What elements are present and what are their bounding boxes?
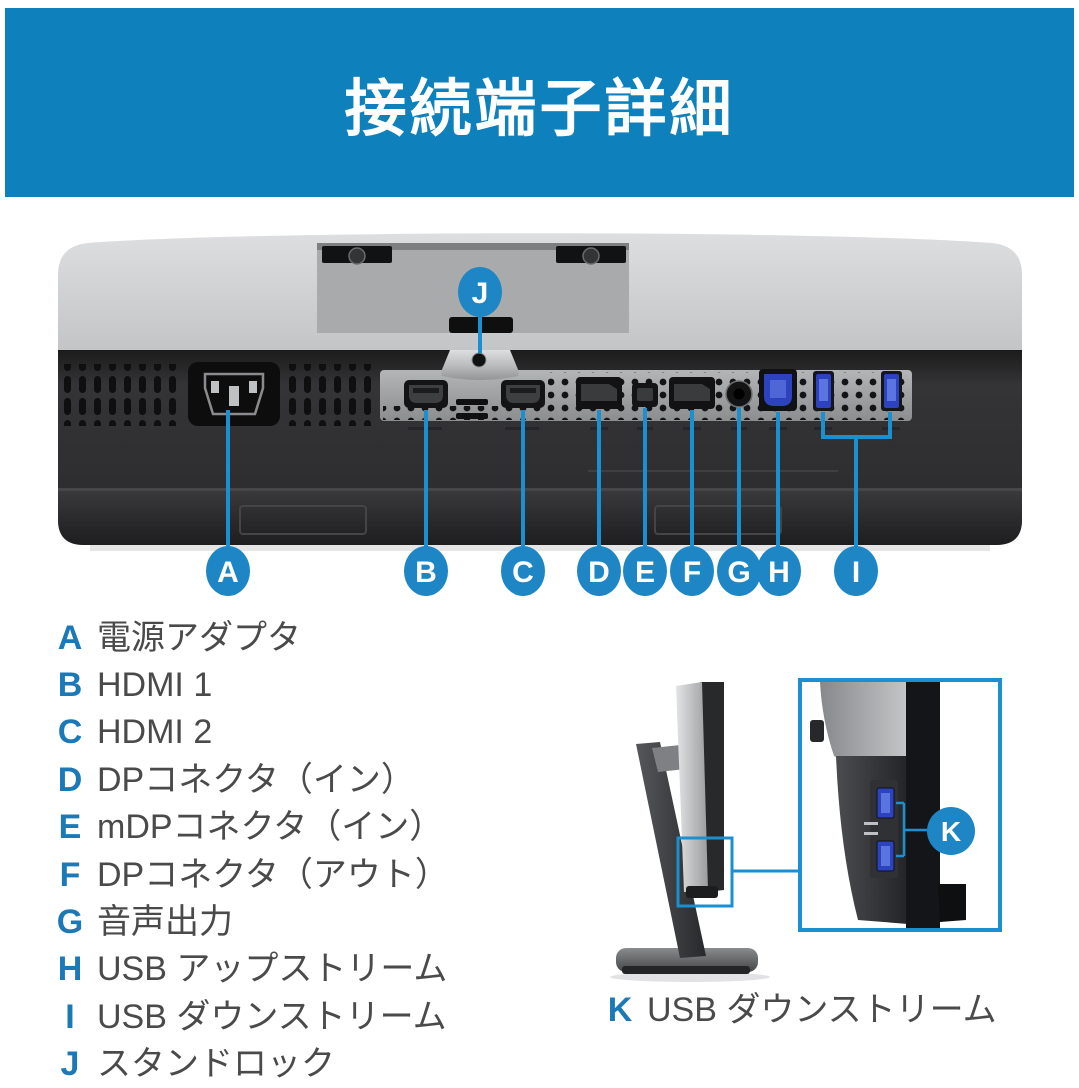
callout-j: J — [458, 267, 502, 317]
usb-upstream-port — [759, 369, 797, 411]
legend-label: USB アップストリーム — [97, 950, 448, 989]
callout-f: F — [670, 546, 714, 596]
svg-text:H: H — [768, 556, 790, 589]
svg-text:C: C — [512, 556, 534, 589]
legend-key: C — [57, 713, 83, 752]
callout-e: E — [623, 546, 667, 596]
legend-label: USB ダウンストリーム — [97, 997, 447, 1036]
usb-downstream-port-1 — [813, 371, 834, 411]
legend-label: スタンドロック — [97, 1045, 335, 1084]
legend-key: K — [607, 990, 633, 1029]
leader-lines — [226, 317, 892, 549]
side-view-photo: K — [610, 678, 1002, 982]
hinge-cover-detail — [820, 682, 908, 763]
monitor-panel-side — [676, 682, 724, 898]
callout-k: K — [927, 807, 975, 855]
callout-h: H — [757, 546, 801, 596]
svg-text:E: E — [635, 556, 655, 589]
dp-out-port — [669, 377, 715, 409]
legend-label: DPコネクタ（アウト） — [97, 855, 449, 894]
vent-grille-left — [64, 364, 182, 426]
monitor-stand — [610, 742, 770, 982]
legend-item-j: J スタンドロック — [50, 1041, 449, 1088]
legend-key: G — [56, 903, 84, 942]
callout-a: A — [206, 546, 250, 596]
callout-i: I — [834, 546, 878, 596]
panel-edge-detail — [906, 682, 940, 928]
legend-item-d: D DPコネクタ（イン） — [50, 756, 449, 803]
power-inlet-port — [188, 362, 280, 426]
legend-item-g: G 音声出力 — [50, 898, 449, 945]
legend-label: DPコネクタ（イン） — [97, 760, 415, 799]
page-title: 接続端子詳細 — [344, 74, 735, 144]
legend-item-f: F DPコネクタ（アウト） — [50, 851, 449, 898]
usb-downstream-bracket — [821, 412, 892, 549]
legend-label: 電源アダプタ — [97, 618, 301, 657]
svg-text:G: G — [727, 556, 750, 589]
legend-key: A — [57, 618, 83, 657]
legend-item-i: I USB ダウンストリーム — [50, 993, 449, 1040]
hdmi-2-port — [501, 380, 545, 408]
hdmi-1-port — [404, 380, 448, 408]
svg-text:J: J — [472, 277, 489, 310]
legend-key: H — [57, 950, 83, 989]
photo-shadow — [90, 545, 990, 551]
legend-key: E — [58, 808, 82, 847]
connector-band — [58, 350, 1022, 545]
legend-label: 音声出力 — [97, 903, 233, 942]
legend-key: J — [60, 1045, 80, 1084]
callout-c: C — [501, 546, 545, 596]
svg-text:D: D — [588, 556, 610, 589]
legend-key: F — [59, 855, 81, 894]
title-banner: 接続端子詳細 — [5, 8, 1074, 197]
svg-text:A: A — [217, 556, 239, 589]
legend-key: B — [57, 666, 83, 705]
monitor-back-photo — [58, 233, 1022, 551]
chassis-latch-right — [654, 505, 782, 535]
stand-lock-slot — [441, 350, 519, 380]
side-legend: K USB ダウンストリーム — [600, 986, 997, 1033]
callout-g: G — [717, 546, 761, 596]
mini-dp-port — [632, 383, 658, 407]
legend-label: mDPコネクタ（イン） — [97, 808, 444, 847]
svg-text:B: B — [415, 556, 437, 589]
side-usb-ports — [864, 787, 895, 872]
stand-column — [636, 742, 706, 958]
legend-item-h: H USB アップストリーム — [50, 946, 449, 993]
legend-label: HDMI 1 — [97, 666, 213, 705]
audio-out-jack — [725, 380, 753, 408]
zoom-detail-box: K — [798, 678, 1002, 932]
legend-label: HDMI 2 — [97, 713, 213, 752]
legend-item-a: A 電源アダプタ — [50, 614, 449, 661]
usb-downstream-port-2 — [881, 371, 902, 411]
legend-item-c: C HDMI 2 — [50, 709, 449, 756]
callout-d: D — [577, 546, 621, 596]
callout-b: B — [404, 546, 448, 596]
vent-grille-mid — [286, 364, 372, 426]
svg-text:K: K — [941, 816, 961, 847]
legend-label: USB ダウンストリーム — [647, 990, 997, 1029]
dp-in-port — [576, 377, 622, 409]
chassis-latch-left — [239, 505, 367, 535]
legend-key: I — [65, 997, 75, 1036]
legend-key: D — [57, 760, 83, 799]
legend-item-k: K USB ダウンストリーム — [600, 986, 997, 1033]
svg-text:F: F — [683, 556, 701, 589]
svg-text:I: I — [852, 556, 860, 589]
legend-item-b: B HDMI 1 — [50, 661, 449, 708]
side-usb-bracket — [896, 801, 927, 858]
